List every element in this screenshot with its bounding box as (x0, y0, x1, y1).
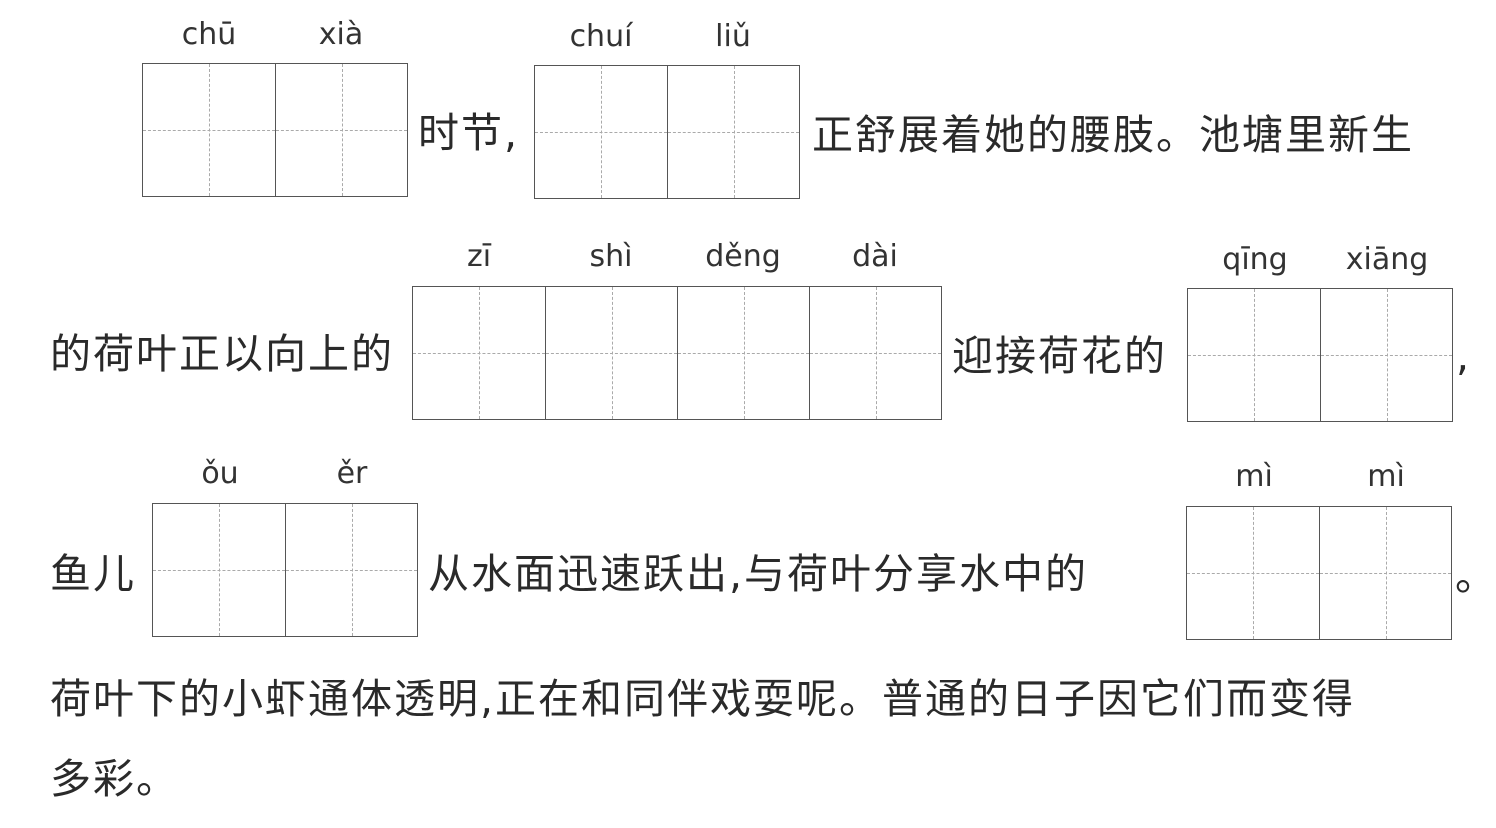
answer-grid-chuiliu[interactable] (534, 65, 800, 199)
sentence-text: , (1456, 332, 1472, 380)
answer-grid-ouer[interactable] (152, 503, 418, 637)
grid-cell[interactable] (1320, 289, 1452, 421)
sentence-text: 荷叶下的小虾通体透明,正在和同伴戏耍呢。普通的日子因它们而变得 (50, 675, 1356, 723)
pinyin: liǔ (715, 19, 751, 54)
pinyin: qīng (1222, 242, 1288, 277)
sentence-text: 时节, (418, 109, 520, 157)
pinyin: shì (589, 239, 633, 274)
pinyin: xiāng (1345, 242, 1429, 277)
pinyin: xià (318, 17, 364, 52)
pinyin: chuí (569, 19, 633, 54)
grid-cell[interactable] (535, 66, 667, 198)
sentence-text: 鱼儿 (50, 550, 136, 598)
grid-cell[interactable] (1188, 289, 1320, 421)
grid-cell[interactable] (667, 66, 799, 198)
pinyin: děng (705, 239, 781, 274)
grid-cell[interactable] (285, 504, 417, 636)
pinyin: zī (466, 239, 492, 274)
grid-cell[interactable] (153, 504, 285, 636)
grid-cell[interactable] (545, 287, 677, 419)
answer-grid-zishidengdai[interactable] (412, 286, 942, 420)
grid-cell[interactable] (1187, 507, 1319, 639)
pinyin: ěr (336, 456, 368, 491)
sentence-text: 。 (1455, 552, 1496, 600)
grid-cell[interactable] (809, 287, 941, 419)
grid-cell[interactable] (677, 287, 809, 419)
answer-grid-chuxia[interactable] (142, 63, 408, 197)
pinyin: ǒu (201, 456, 239, 491)
sentence-text: 多彩。 (50, 755, 179, 803)
grid-cell[interactable] (1319, 507, 1451, 639)
grid-cell[interactable] (143, 64, 275, 196)
pinyin: mì (1367, 459, 1405, 494)
sentence-text: 的荷叶正以向上的 (50, 330, 394, 378)
sentence-text: 从水面迅速跃出,与荷叶分享水中的 (428, 550, 1089, 598)
sentence-text: 正舒展着她的腰肢。池塘里新生 (812, 111, 1414, 159)
answer-grid-qingxiang[interactable] (1187, 288, 1453, 422)
pinyin: mì (1235, 459, 1273, 494)
grid-cell[interactable] (275, 64, 407, 196)
pinyin: dài (852, 239, 898, 274)
grid-cell[interactable] (413, 287, 545, 419)
answer-grid-mimi[interactable] (1186, 506, 1452, 640)
sentence-text: 迎接荷花的 (952, 332, 1167, 380)
pinyin: chū (181, 17, 237, 52)
